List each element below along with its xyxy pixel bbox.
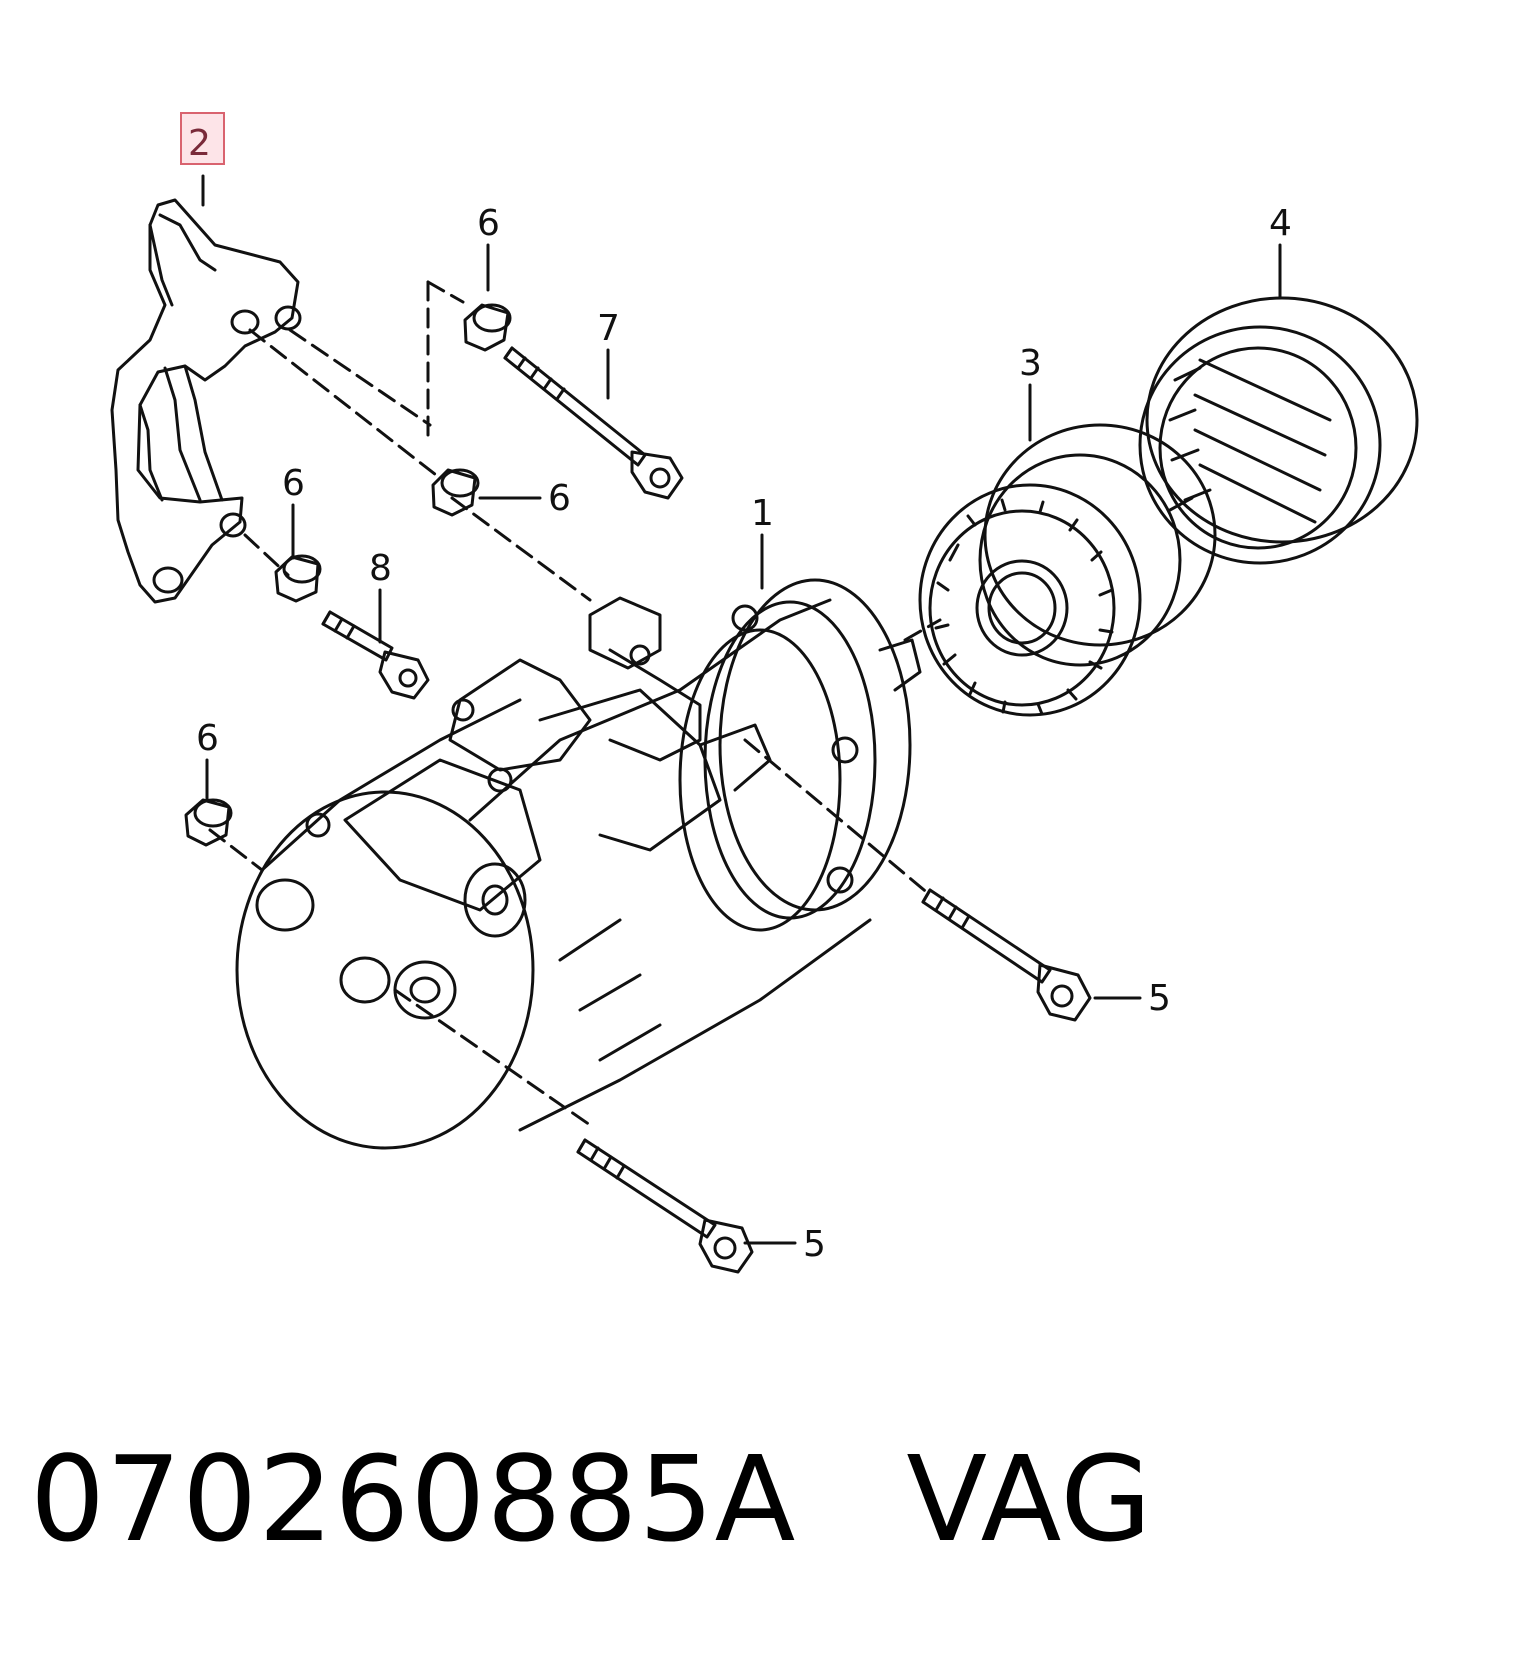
bolt-5-bottom	[576, 1138, 754, 1274]
bolt-7	[503, 346, 684, 500]
sleeve-6-middle	[431, 468, 480, 517]
callout-6-top[interactable]: 6	[477, 203, 500, 244]
callout-5-right[interactable]: 5	[1148, 978, 1171, 1019]
callout-8[interactable]: 8	[369, 548, 392, 589]
bracket-part-2	[110, 198, 302, 604]
bolt-5-right	[921, 888, 1092, 1022]
callout-3[interactable]: 3	[1019, 343, 1042, 384]
sleeve-6-top	[463, 303, 512, 352]
callout-6-left[interactable]: 6	[282, 463, 305, 504]
pulley-part-3	[918, 423, 1217, 717]
callout-2[interactable]: 2	[188, 123, 211, 164]
brand-name: VAG	[906, 1430, 1153, 1568]
ring-part-4	[1138, 296, 1419, 565]
callout-6-middle[interactable]: 6	[548, 478, 571, 519]
callout-1[interactable]: 1	[751, 493, 774, 534]
callout-5-bottom[interactable]: 5	[803, 1224, 826, 1265]
callout-4[interactable]: 4	[1269, 203, 1292, 244]
compressor-part-1	[235, 578, 922, 1150]
sleeve-6-left	[274, 554, 322, 603]
callout-7[interactable]: 7	[597, 308, 620, 349]
leader-lines	[201, 174, 1282, 1245]
highlight-box-2	[180, 112, 225, 165]
bolt-8	[321, 610, 430, 700]
callout-6-lower[interactable]: 6	[196, 718, 219, 759]
part-number: 070260885A	[30, 1430, 797, 1568]
sleeve-6-lower	[184, 798, 233, 847]
assembly-axis-lines	[208, 280, 942, 1127]
